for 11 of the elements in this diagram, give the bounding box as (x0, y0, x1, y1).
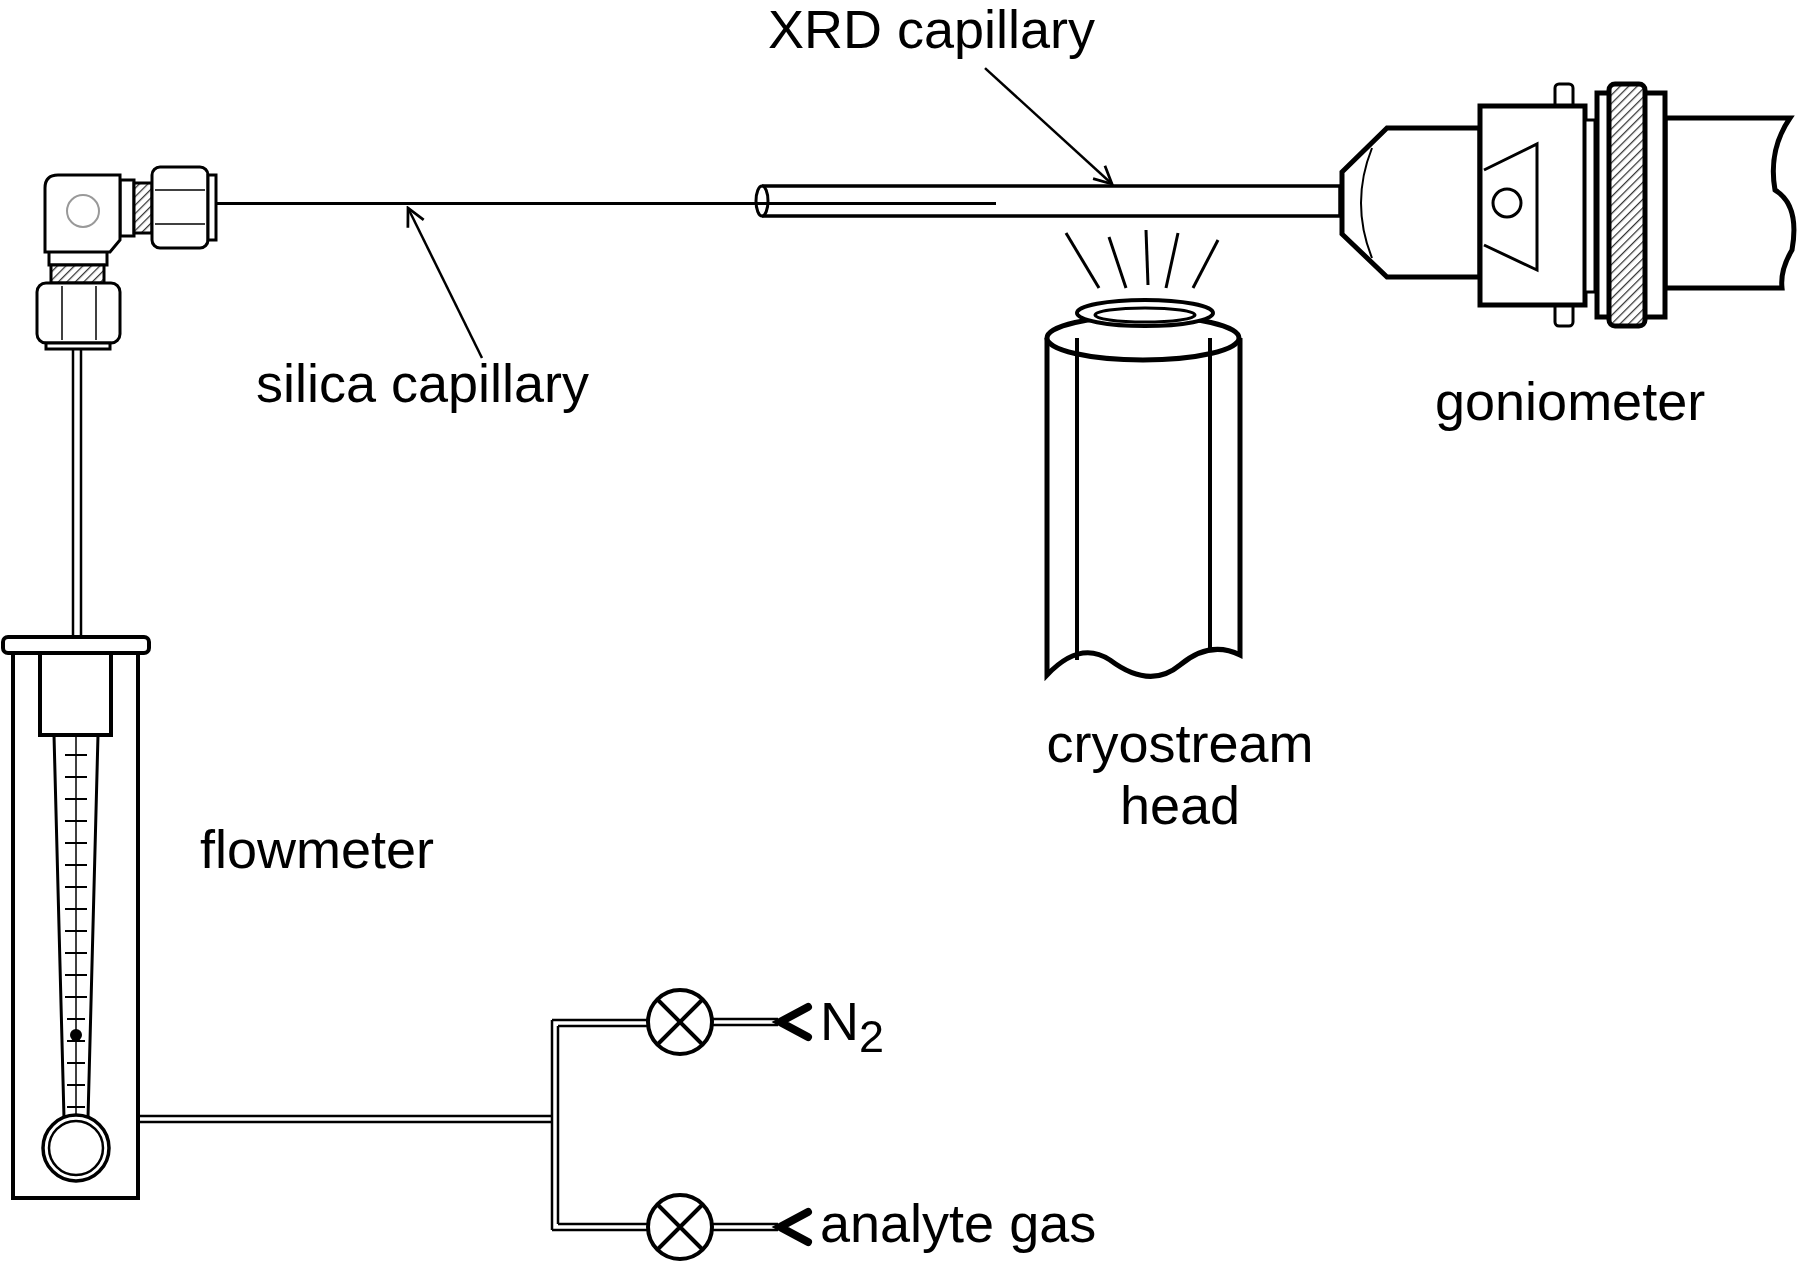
gas-label: analyte gas (820, 1192, 1097, 1255)
silica-capillary-line (216, 202, 996, 205)
part-label: flowmeter (200, 818, 435, 881)
part-label: goniometer (1435, 370, 1706, 433)
leader-arrow (406, 206, 484, 359)
part-label: cryostream head (1045, 712, 1315, 837)
callout-label: XRD capillary (768, 0, 1096, 61)
callout-label: silica capillary (256, 352, 590, 415)
leader-arrow (984, 67, 1114, 186)
xrd-capillary-tube (754, 184, 1342, 218)
gas-label: N$_{2}$ (820, 990, 885, 1063)
